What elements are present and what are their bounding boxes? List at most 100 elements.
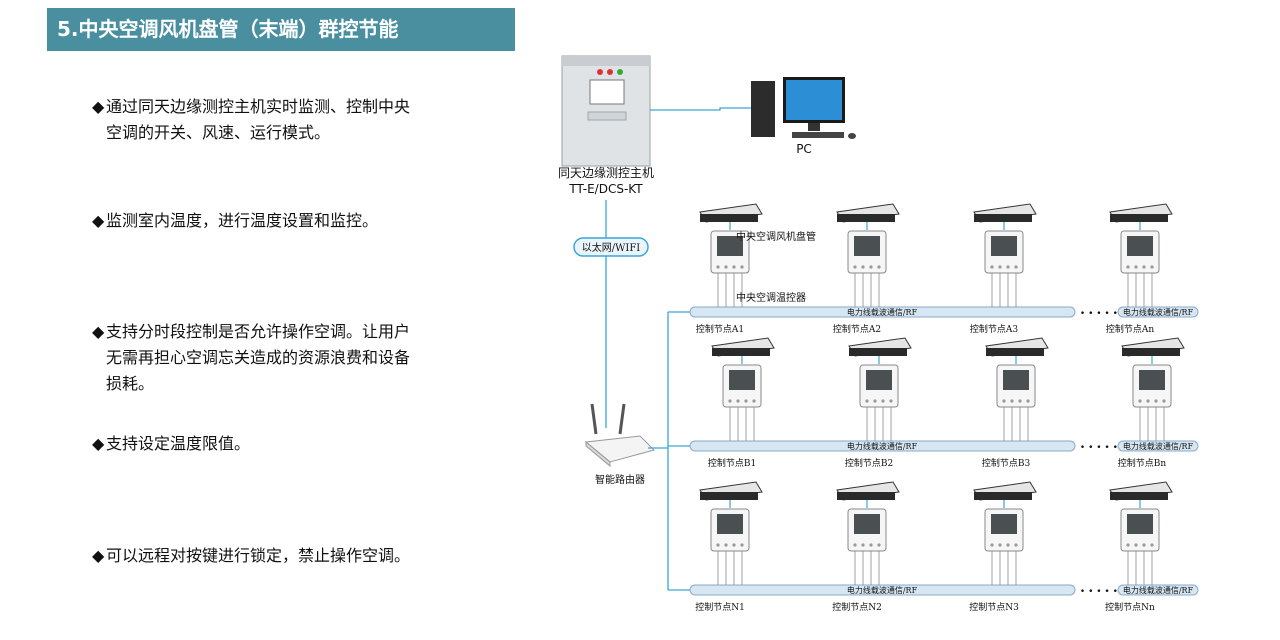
bullet-line: ◆监测室内温度，进行温度设置和监控。 [92,208,378,234]
node-label: 控制节点Nn [1105,601,1155,613]
node-label: 控制节点N2 [832,601,882,613]
thermostat-button [889,399,893,403]
control-node: 控制节点A1 [696,203,763,335]
thermostat-button [877,543,881,547]
control-node: 控制节点Bn [1118,337,1185,469]
fan-coil-base [1122,348,1180,356]
cabinet-screen [589,79,625,105]
thermostat-screen [854,514,880,534]
control-node: 控制节点A3 [970,203,1037,335]
bus-label: 电力线载波通信/RF [847,441,918,451]
thermostat-button [1162,399,1166,403]
thermostat-button [853,543,857,547]
bus-label: 电力线载波通信/RF [1123,441,1194,451]
indicator-light [597,69,603,75]
thermostat-button [869,543,873,547]
cabinet-body [561,55,651,167]
thermostat-button [853,265,857,269]
mouse [848,133,856,139]
bullet-item: ◆可以远程对按键进行锁定，禁止操作空调。 [92,543,410,569]
thermostat-button [865,399,869,403]
node-label: 控制节点N1 [695,601,745,613]
thermostat-button [1010,399,1014,403]
thermostat-button [716,265,720,269]
thermostat-button [1146,399,1150,403]
thermostat-button [1006,543,1010,547]
control-node: 控制节点B1 [708,337,775,469]
bullet-item: ◆监测室内温度，进行温度设置和监控。 [92,208,378,234]
powerline-bus-tail [1117,440,1199,452]
thermostat-callout: 中央空调温控器 [736,291,806,304]
fan-coil-base [1110,492,1168,500]
control-node: 控制节点N2 [832,481,900,613]
bullet-item: ◆支持分时段控制是否允许操作空调。让用户无需再担心空调忘关造成的资源浪费和设备损… [92,319,410,397]
node-label: 控制节点N3 [969,601,1019,613]
fan-coil-base [837,492,895,500]
network-diagram: 同天边缘测控主机TT-E/DCS-KTPC以太网/WIFI智能路由器电力线载波通… [558,55,1199,613]
bullet-line: ◆支持分时段控制是否允许操作空调。让用户 [92,319,410,345]
thermostat-button [1142,265,1146,269]
fan-coil-base [700,214,758,222]
thermostat-button [1014,543,1018,547]
bullet-text: 支持分时段控制是否允许操作空调。让用户 [106,322,411,341]
bus-label: 电力线载波通信/RF [847,307,918,317]
node-label: 控制节点A1 [696,323,744,335]
thermostat-button [1134,265,1138,269]
thermostat-screen [729,370,755,390]
host-pc-link [650,107,751,111]
monitor-stand [808,123,820,131]
cabinet-panel [587,111,627,121]
powerline-bus [689,584,1076,596]
diamond-bullet-icon: ◆ [92,322,105,341]
thermostat-button [873,399,877,403]
bullet-line: ◆可以远程对按键进行锁定，禁止操作空调。 [92,543,410,569]
thermostat-screen [854,236,880,256]
router [584,403,655,468]
fan-coil-base [974,214,1032,222]
thermostat-button [732,543,736,547]
indicator-light [617,69,623,75]
thermostat-screen [717,514,743,534]
thermostat-button [1026,399,1030,403]
powerline-bus [689,440,1076,452]
powerline-bus [689,306,1076,318]
thermostat-button [998,543,1002,547]
thermostat-button [732,265,736,269]
thermostat-button [1126,543,1130,547]
diamond-bullet-icon: ◆ [92,546,105,565]
bus-label: 电力线载波通信/RF [1123,307,1194,317]
slide-title: 5.中央空调风机盘管（末端）群控节能 [47,8,515,51]
thermostat-button [869,265,873,269]
thermostat-button [1154,399,1158,403]
bullet-line: 空调的开关、风速、运行模式。 [92,120,410,146]
thermostat-screen [866,370,892,390]
thermostat-screen [991,236,1017,256]
fan-coil-base [849,348,907,356]
thermostat-button [1002,399,1006,403]
thermostat-button [1142,543,1146,547]
ellipsis: • • • • • • [1080,443,1126,453]
cabinet-top [562,56,650,66]
bullet-item: ◆通过同天边缘测控主机实时监测、控制中央空调的开关、风速、运行模式。 [92,94,410,146]
powerline-bus-tail [1117,584,1199,596]
bullet-text: 无需再担心空调忘关造成的资源浪费和设备 [106,348,411,367]
thermostat-screen [1139,370,1165,390]
thermostat-screen [1127,514,1153,534]
thermostat-button [1138,399,1142,403]
network-badge [573,237,649,257]
pc-label: PC [796,142,812,156]
thermostat-screen [991,514,1017,534]
bullet-text: 可以远程对按键进行锁定，禁止操作空调。 [106,546,411,565]
fan-coil-base [986,348,1044,356]
bullet-line: ◆支持设定温度限值。 [92,431,250,457]
control-node: 控制节点N1 [695,481,763,613]
thermostat-button [881,399,885,403]
thermostat-button [990,265,994,269]
thermostat-button [1150,543,1154,547]
thermostat-button [998,265,1002,269]
control-node: 控制节点B2 [845,337,912,469]
router-antenna [618,403,626,435]
router-label: 智能路由器 [595,473,645,486]
control-node: 控制节点Nn [1105,481,1173,613]
